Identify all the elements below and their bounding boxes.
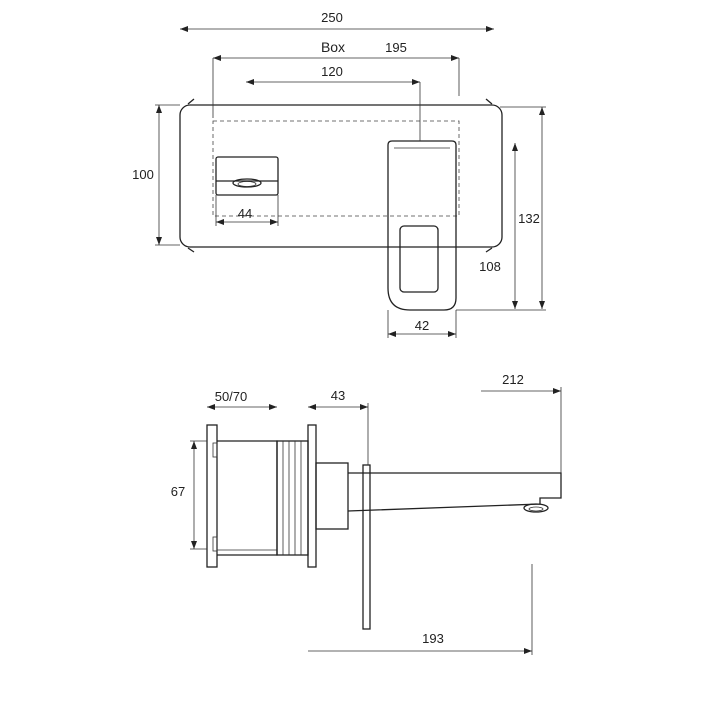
dim-lever-width-label: 42 [415, 318, 429, 333]
dim-total-height: 132 [456, 106, 546, 311]
dim-lever-height-label: 108 [479, 259, 501, 274]
thread-section [276, 440, 309, 556]
dim-lever-reach: 193 [308, 564, 533, 655]
spout-side [347, 472, 562, 513]
dim-overall-width-label: 250 [321, 10, 343, 25]
dim-lever-width: 42 [387, 310, 457, 338]
dim-lever-reach-label: 193 [422, 631, 444, 646]
dim-body-height-label: 67 [171, 484, 185, 499]
dim-spout-reach-label: 212 [502, 372, 524, 387]
spout-outlet-front [215, 156, 279, 196]
dim-spout-offset-label: 120 [321, 64, 343, 79]
dim-box-width-label: 195 [385, 40, 407, 55]
valve-body-side [217, 440, 278, 556]
dim-box-width: 195 [212, 40, 460, 118]
plate-corner-marks [187, 98, 493, 253]
dim-plate-height-label: 100 [132, 167, 154, 182]
dim-plate-projection: 43 [308, 388, 369, 465]
dim-spout-width: 44 [215, 195, 279, 226]
dim-plate-projection-label: 43 [331, 388, 345, 403]
mounting-plate-side [206, 424, 218, 568]
dim-plate-height: 100 [132, 104, 180, 246]
dim-spout-reach: 212 [481, 372, 562, 473]
dim-overall-width: 250 [180, 10, 494, 32]
dim-spout-width-label: 44 [238, 206, 252, 221]
dim-body-depth: 50/70 [207, 389, 277, 410]
escutcheon-side [315, 462, 349, 530]
dim-body-depth-label: 50/70 [215, 389, 248, 404]
lever-handle-front [387, 140, 457, 311]
lever-rod-side [362, 464, 371, 630]
side-view: 50/70 43 212 67 [171, 372, 562, 655]
dim-total-height-label: 132 [518, 211, 540, 226]
dim-spout-offset: 120 [246, 64, 421, 141]
wall-plate-outline [179, 104, 503, 248]
cover-plate-side [307, 424, 317, 568]
concealed-box-outline [212, 120, 460, 217]
dim-body-height: 67 [171, 440, 207, 550]
dim-lever-height: 108 [479, 143, 518, 309]
front-view: 250 Box 195 120 100 [132, 10, 546, 338]
box-label: Box [321, 39, 345, 55]
